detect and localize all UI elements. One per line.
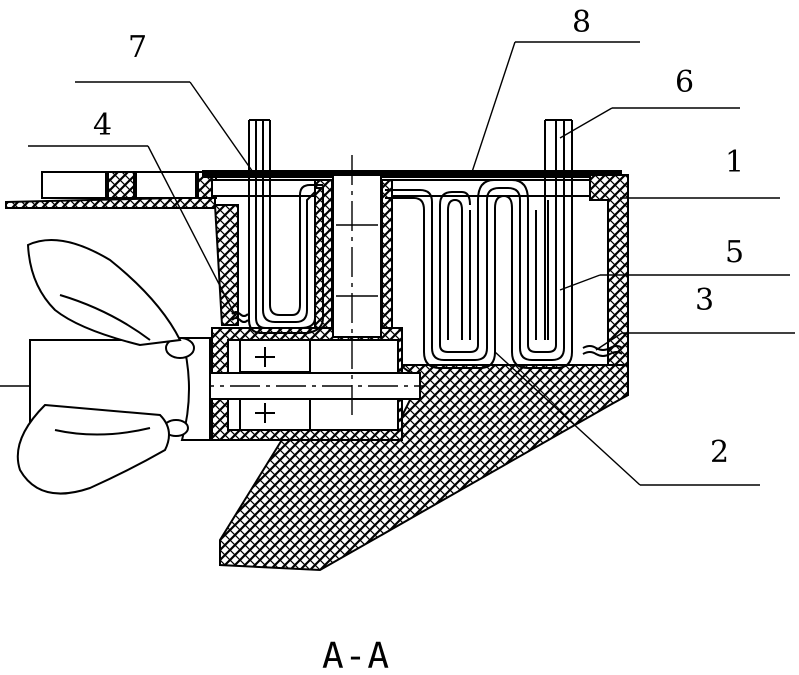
label-4: 4: [93, 108, 112, 143]
propeller: [16, 239, 211, 495]
label-2: 2: [710, 435, 729, 470]
vertical-shaft: [332, 155, 382, 420]
label-6: 6: [675, 65, 694, 100]
right-coil: [385, 119, 573, 369]
label-5: 5: [725, 235, 744, 270]
leader-lines: [28, 41, 795, 486]
label-8: 8: [572, 5, 591, 40]
label-3: 3: [695, 283, 714, 318]
deck-plate: [5, 171, 217, 209]
section-caption: A-A: [322, 636, 390, 675]
left-coil: [248, 119, 324, 334]
cover-plate: [202, 170, 622, 197]
label-7: 7: [128, 30, 147, 65]
seal-3: [582, 345, 623, 357]
label-1: 1: [725, 145, 744, 180]
lower-fin: [219, 364, 629, 572]
